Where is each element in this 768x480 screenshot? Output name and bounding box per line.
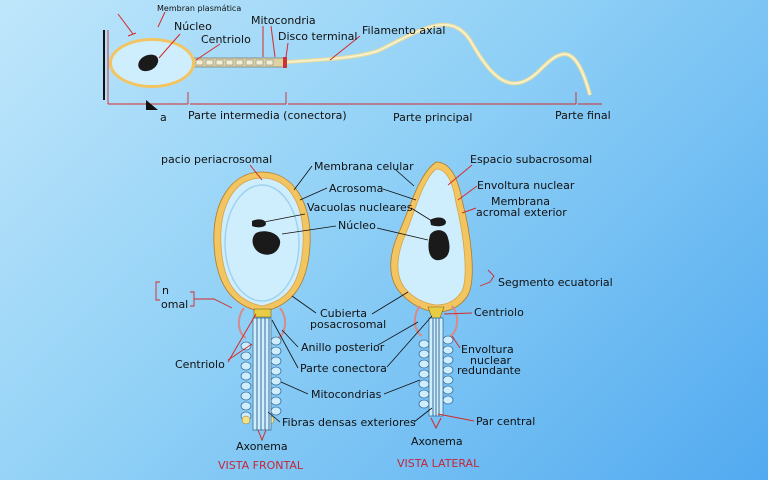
label-vacuolas-nucleares: Vacuolas nucleares: [307, 201, 413, 214]
label-cut-omal: omal: [161, 298, 188, 311]
label-envoltura-nuclear: Envoltura nuclear: [477, 179, 575, 192]
label-cubierta: Cubierta: [320, 307, 367, 320]
label-acrosoma: Acrosoma: [329, 182, 383, 195]
label-membrana-plasmatica: Membran plasmática: [157, 4, 241, 13]
label-envoltura-redundante-1: Envoltura: [461, 343, 514, 356]
label-posacrosomal: posacrosomal: [310, 318, 386, 331]
label-nucleo-top: Núcleo: [174, 20, 212, 33]
label-acromal-exterior: acromal exterior: [476, 206, 567, 219]
label-parte-final: Parte final: [555, 109, 611, 122]
frontal-axoneme: [252, 317, 272, 431]
label-fibras-densas: Fibras densas exteriores: [282, 416, 416, 429]
lateral-vacuole: [430, 217, 446, 227]
label-axonema-lateral: Axonema: [411, 435, 463, 448]
label-par-central: Par central: [476, 415, 535, 428]
label-segmento-ecuatorial: Segmento ecuatorial: [498, 276, 613, 289]
label-cut-n: n: [162, 284, 169, 297]
frontal-view-title: VISTA FRONTAL: [218, 459, 304, 472]
label-nucleo-center: Núcleo: [338, 219, 376, 232]
lateral-view-drawing: Espacio subacrosomal Envoltura nuclear M…: [390, 153, 613, 470]
head-nucleus: [138, 54, 159, 72]
label-centriolo-top: Centriolo: [201, 33, 251, 46]
label-parte-conectora: Parte conectora: [300, 362, 387, 375]
label-parte-principal: Parte principal: [393, 111, 472, 124]
label-centriolo-lateral: Centriolo: [474, 306, 524, 319]
full-sperm-drawing: Membran plasmática Núcleo Centriolo Mito…: [103, 4, 611, 124]
label-filamento-axial: Filamento axial: [362, 24, 445, 37]
label-disco-terminal: Disco terminal: [278, 30, 357, 43]
label-membrana-celular: Membrana celular: [314, 160, 414, 173]
label-mitocondria: Mitocondria: [251, 14, 316, 27]
center-labels: Membrana celular Acrosoma Vacuolas nucle…: [263, 160, 433, 429]
label-espacio-subacrosomal: Espacio subacrosomal: [470, 153, 592, 166]
frontal-nucleus-dark: [252, 231, 281, 255]
label-mitocondrias: Mitocondrias: [311, 388, 382, 401]
lateral-axoneme: [428, 317, 444, 417]
label-envoltura-redundante-2: nuclear: [470, 354, 512, 367]
lateral-nucleus-dark: [428, 230, 450, 261]
label-axonema-frontal: Axonema: [236, 440, 288, 453]
label-membrana-lateral: Membrana: [491, 195, 550, 208]
lateral-view-title: VISTA LATERAL: [397, 457, 480, 470]
label-centriolo-frontal: Centriolo: [175, 358, 225, 371]
label-espacio-periacrosomal: pacio periacrosomal: [161, 153, 272, 166]
frontal-vacuole: [252, 219, 266, 228]
label-parte-intermedia: Parte intermedia (conectora): [188, 109, 347, 122]
frontal-view-drawing: pacio periacrosomal n omal Centriolo Axo…: [155, 153, 311, 472]
label-envoltura-redundante-3: redundante: [457, 364, 521, 377]
label-anillo-posterior: Anillo posterior: [301, 341, 385, 354]
label-cut-a: a: [160, 111, 167, 124]
